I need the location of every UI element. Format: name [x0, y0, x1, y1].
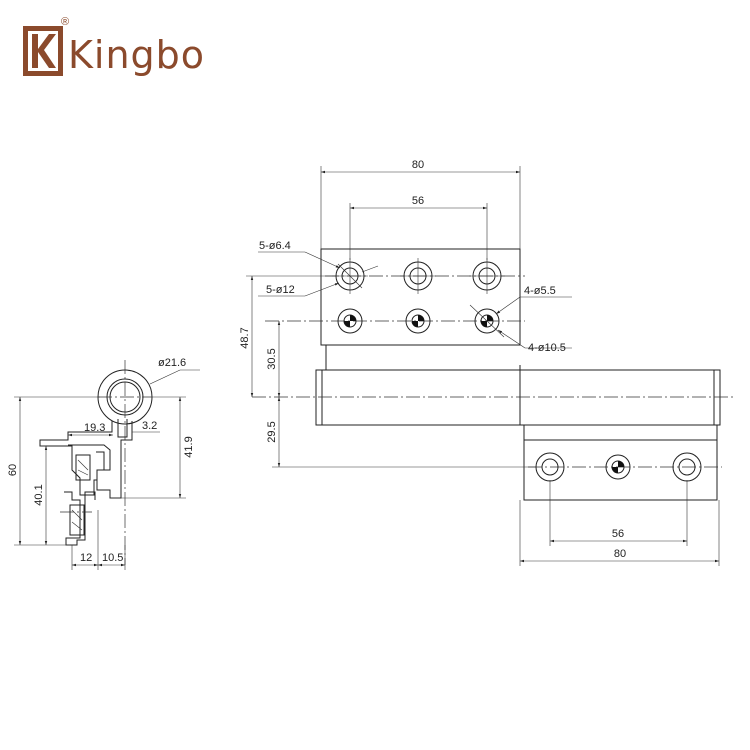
dim-side-193: 19.3: [84, 422, 105, 434]
upper-hole-3: [469, 258, 505, 294]
brand-name: Kingbo: [68, 33, 206, 77]
upper-hole-5: [405, 308, 431, 334]
side-view: ø21.6 19.3 3.2 60 40.1 41.9 12 10.5: [7, 357, 200, 570]
dim-side-401: 40.1: [33, 484, 45, 505]
dim-hole-c: 4-ø5.5: [524, 285, 556, 297]
dim-hole-d: 4-ø10.5: [528, 342, 566, 354]
dim-side-32: 3.2: [142, 420, 157, 432]
upper-leaf: [320, 248, 521, 346]
dim-height-305: 30.5: [266, 348, 278, 369]
kingbo-logo: [22, 18, 222, 88]
dim-bottom-hole-spacing: 56: [612, 528, 624, 540]
dim-knuckle-dia: ø21.6: [158, 357, 186, 369]
lower-leaf: [523, 439, 718, 501]
front-view: 80 56 5-ø6.4 5-ø12 4-ø5.5 4-ø10.5 48.7 3…: [239, 159, 735, 566]
upper-hole-2: [400, 258, 436, 294]
kingbo-k-emblem-icon: [23, 26, 63, 76]
dim-top-width: 80: [412, 159, 424, 171]
lower-hole-2: [605, 454, 631, 480]
dim-side-105: 10.5: [102, 552, 123, 564]
dim-hole-a: 5-ø6.4: [259, 240, 291, 252]
upper-hole-1: [332, 258, 368, 294]
dim-bottom-width: 80: [614, 548, 626, 560]
upper-hole-6: [469, 304, 505, 338]
dim-side-60: 60: [7, 464, 19, 476]
registered-mark: ®: [61, 16, 70, 28]
upper-knuckle: [315, 369, 521, 426]
dim-height-487: 48.7: [239, 327, 251, 348]
dim-height-295: 29.5: [266, 421, 278, 442]
dim-side-419: 41.9: [183, 436, 195, 457]
lower-knuckle: [519, 369, 721, 426]
dim-top-hole-spacing: 56: [412, 195, 424, 207]
upper-hole-4: [337, 308, 363, 334]
dim-side-12: 12: [80, 552, 92, 564]
dim-hole-b: 5-ø12: [266, 284, 295, 296]
